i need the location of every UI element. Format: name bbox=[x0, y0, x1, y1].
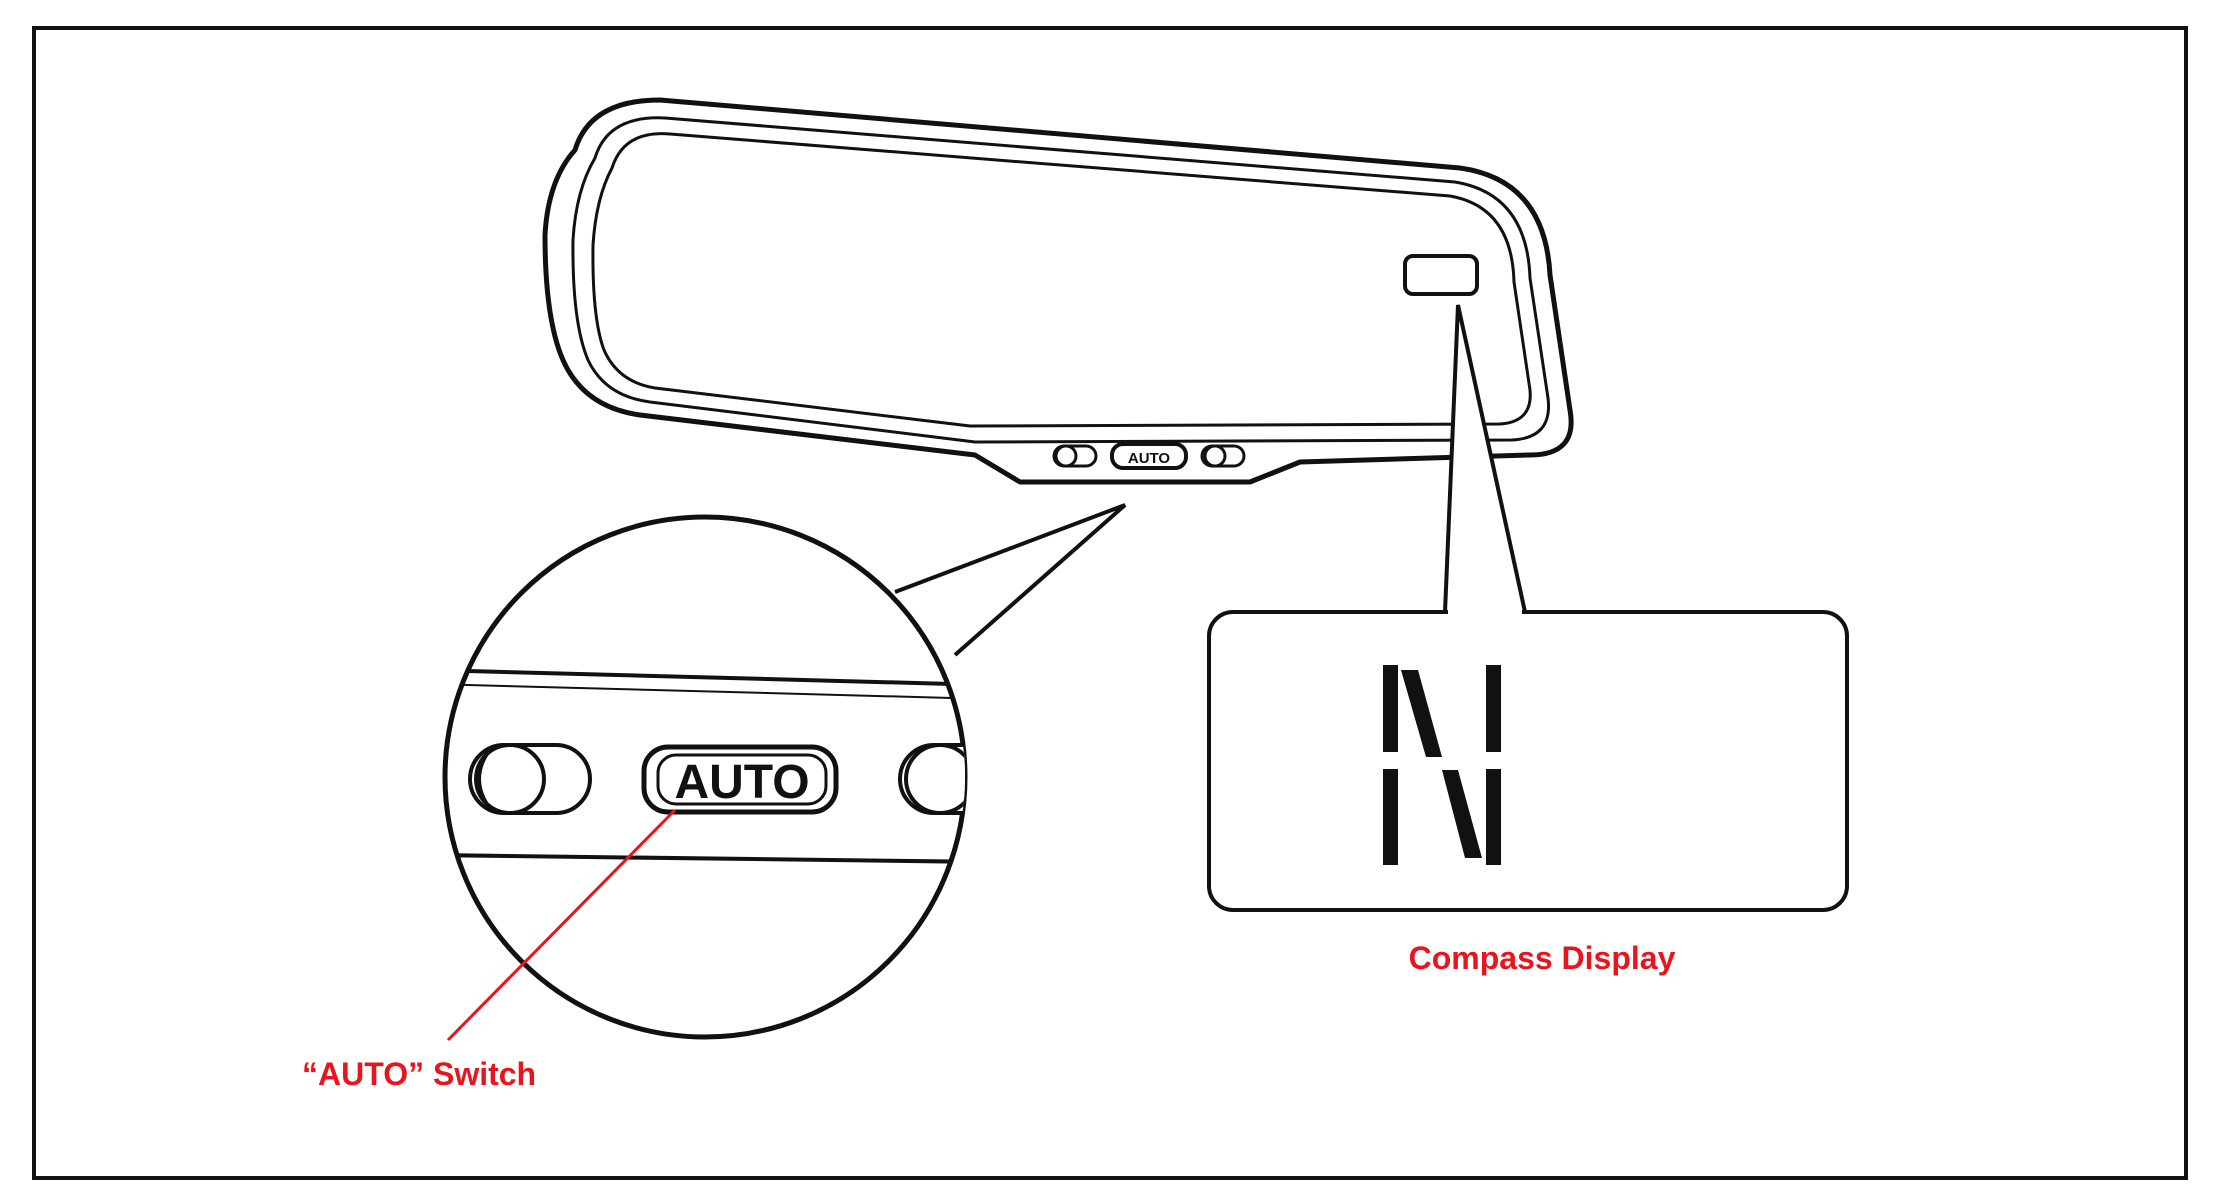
mirror-housing-outline bbox=[542, 97, 1574, 485]
mirror-left-toggle[interactable] bbox=[1052, 444, 1098, 468]
figure-frame bbox=[32, 26, 2188, 1180]
auto-switch-label: “AUTO” Switch bbox=[302, 1056, 536, 1092]
compass-display-box bbox=[1207, 610, 1849, 912]
auto-switch-callout: “AUTO” Switch bbox=[302, 808, 677, 1092]
mirror-auto-label: AUTO bbox=[1128, 450, 1171, 467]
mirror-glass bbox=[591, 132, 1532, 428]
compass-segment-display-icon bbox=[1383, 665, 1501, 865]
zoom-callout: AUTO bbox=[442, 503, 1127, 1040]
zoom-left-toggle[interactable] bbox=[468, 743, 592, 815]
zoom-auto-button[interactable]: AUTO bbox=[641, 744, 839, 815]
mirror-rim bbox=[571, 116, 1551, 444]
compass-callout: N bbox=[1207, 304, 1849, 912]
compass-display-label: Compass Display bbox=[1409, 940, 1676, 976]
zoom-pointer bbox=[894, 503, 1127, 657]
compass-pointer bbox=[1443, 304, 1527, 613]
rear-view-mirror bbox=[542, 97, 1574, 485]
zoom-auto-label: AUTO bbox=[674, 756, 809, 809]
mirror-right-toggle[interactable] bbox=[1200, 444, 1246, 468]
zoom-right-toggle[interactable] bbox=[898, 743, 1020, 815]
mirror-button-row: AUTO bbox=[1052, 442, 1246, 470]
mirror-compass-window bbox=[1403, 254, 1479, 296]
mirror-auto-button[interactable]: AUTO bbox=[1110, 442, 1188, 470]
